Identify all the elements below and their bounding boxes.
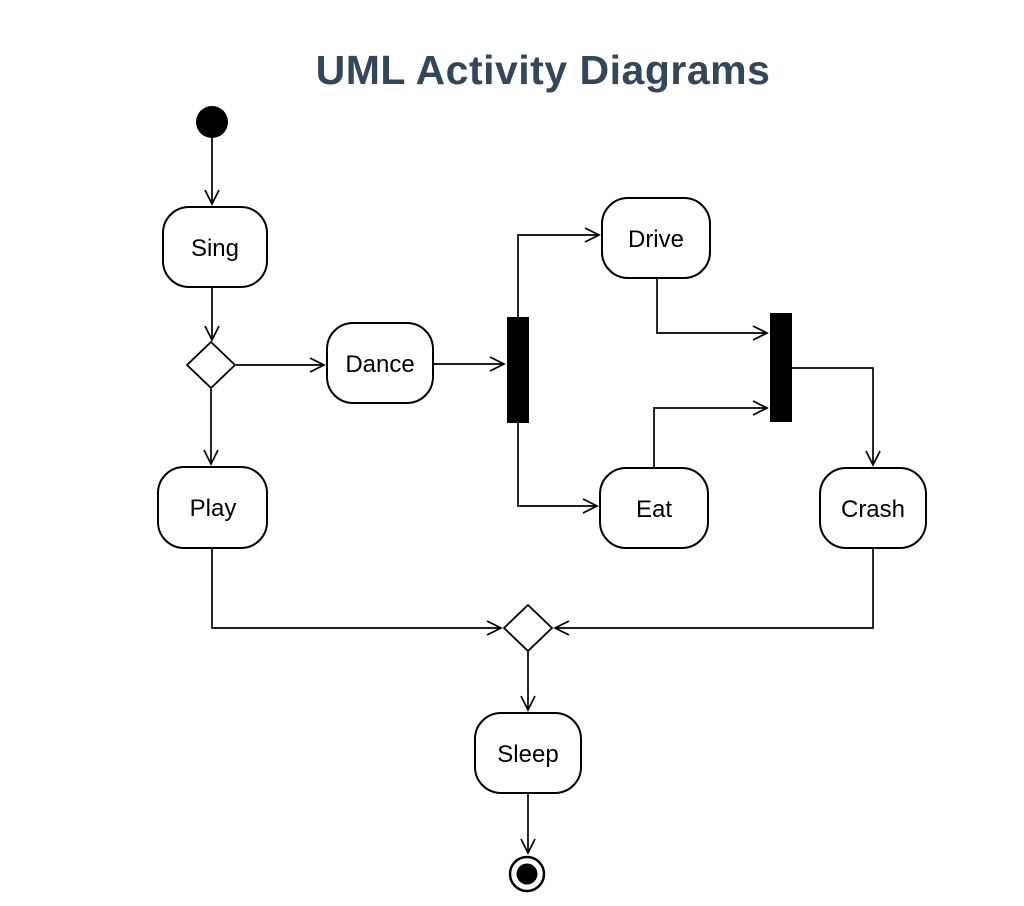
merge-diamond — [502, 603, 554, 653]
join-bar — [770, 313, 792, 422]
action-node-drive: Drive — [601, 197, 711, 279]
final-node-core — [516, 863, 538, 885]
page-title: UML Activity Diagrams — [315, 47, 771, 94]
initial-node — [196, 106, 228, 138]
action-node-dance-shape — [326, 322, 434, 404]
action-node-sing-label: Sing — [191, 235, 239, 262]
action-node-crash-shape — [819, 467, 927, 549]
fork-bar — [507, 317, 529, 423]
edge-drive-to-join — [656, 278, 769, 341]
action-node-dance: Dance — [326, 322, 434, 404]
edge-crash-to-merge — [553, 548, 874, 636]
action-node-dance-label: Dance — [345, 351, 414, 378]
action-node-sleep: Sleep — [474, 712, 582, 794]
edge-eat-to-join — [653, 400, 769, 468]
action-node-play-shape — [157, 466, 268, 549]
decision-diamond — [185, 340, 237, 390]
action-node-eat-shape — [599, 467, 709, 549]
action-node-play: Play — [157, 466, 268, 549]
edge-fork-to-eat — [517, 423, 599, 514]
action-node-play-label: Play — [190, 495, 237, 522]
action-node-sleep-shape — [474, 712, 582, 794]
final-node — [508, 855, 546, 893]
action-node-sleep-label: Sleep — [497, 741, 558, 768]
action-node-eat: Eat — [599, 467, 709, 549]
action-node-drive-shape — [601, 197, 711, 279]
action-node-crash-label: Crash — [841, 496, 905, 523]
action-node-sing: Sing — [162, 206, 268, 288]
edge-join-to-crash — [792, 367, 881, 467]
action-node-crash: Crash — [819, 467, 927, 549]
action-node-eat-label: Eat — [636, 496, 672, 523]
edge-play-to-merge — [211, 548, 503, 636]
action-node-drive-label: Drive — [628, 226, 684, 253]
edge-fork-to-drive — [517, 227, 601, 317]
action-node-sing-shape — [162, 206, 268, 288]
